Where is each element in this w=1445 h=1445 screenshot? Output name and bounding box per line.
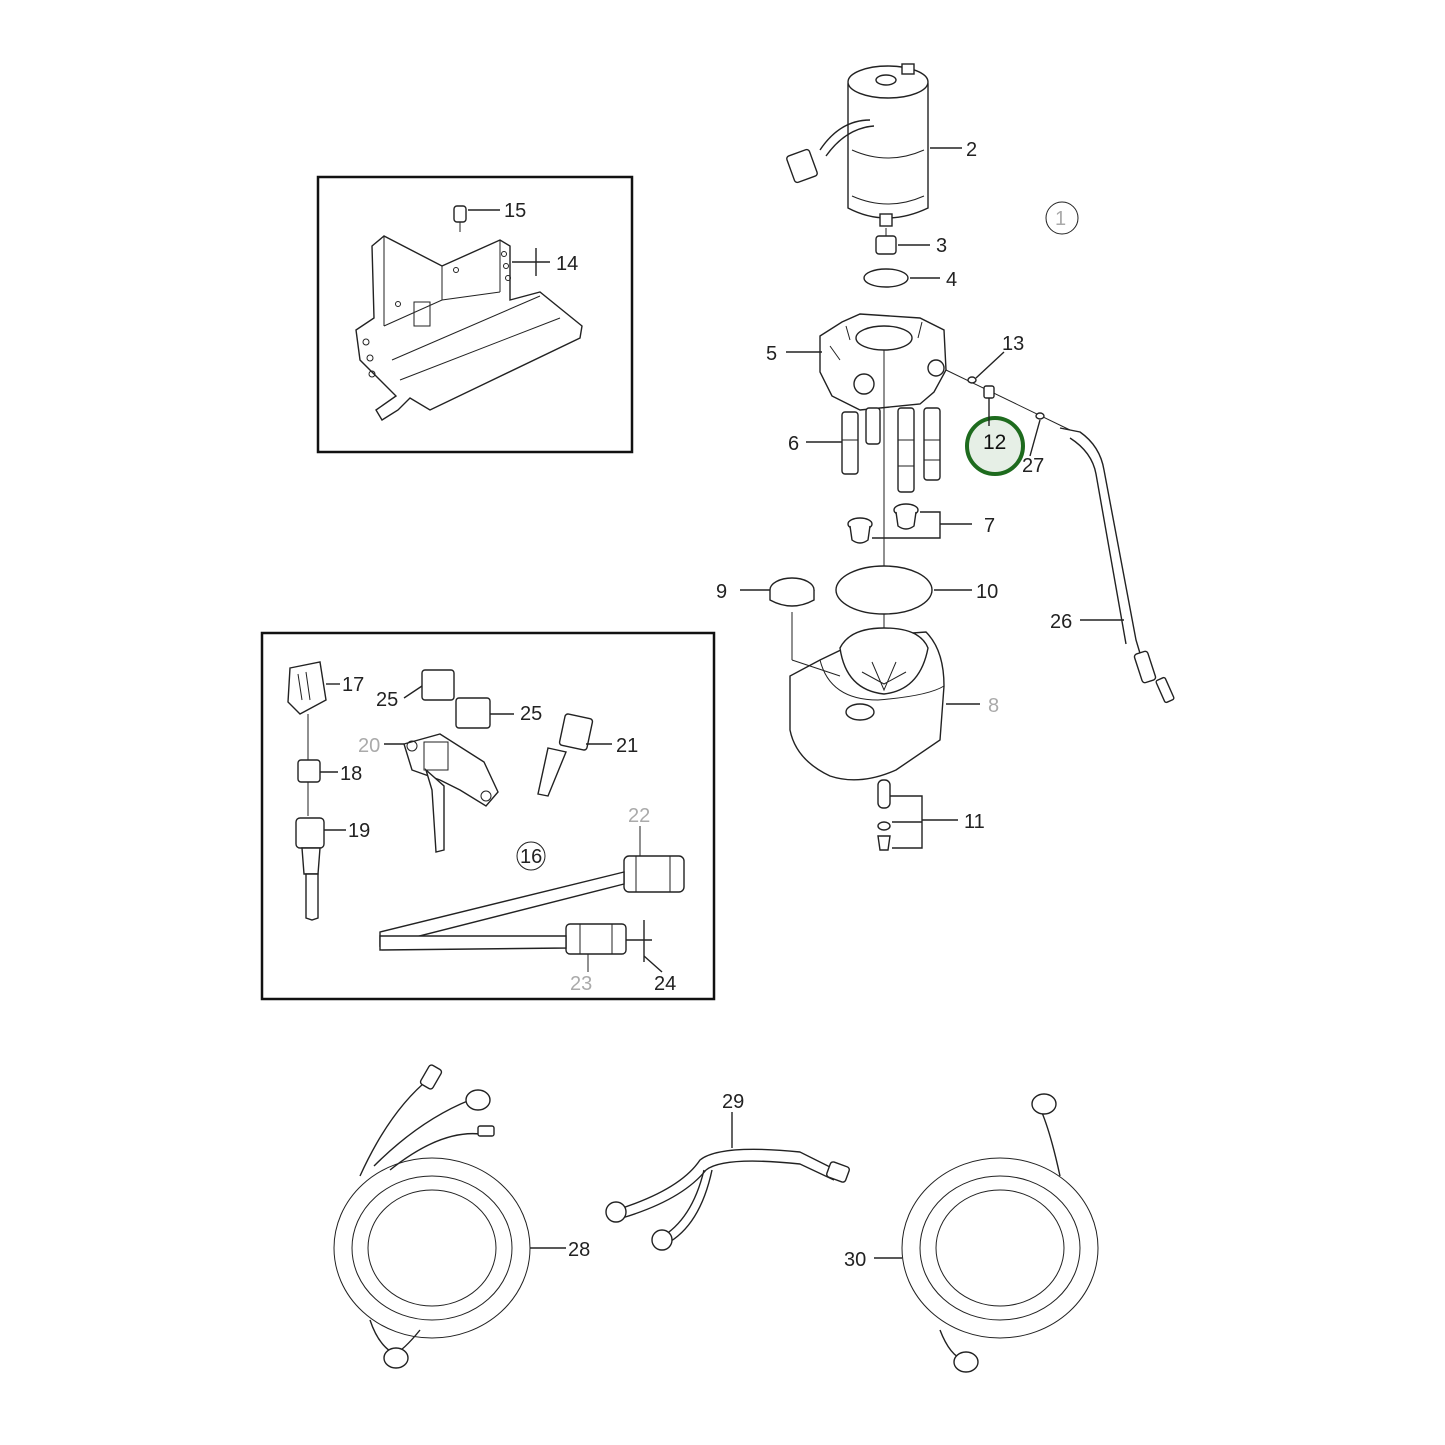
callout-23: 23 bbox=[570, 973, 592, 995]
callout-3: 3 bbox=[936, 235, 947, 257]
callout-25b: 25 bbox=[520, 703, 542, 725]
callout-30: 30 bbox=[844, 1249, 866, 1271]
electrical-inset bbox=[260, 631, 716, 1001]
callout-16: 16 bbox=[520, 846, 542, 868]
pump-body bbox=[786, 313, 947, 720]
harness-29 bbox=[605, 1112, 850, 1251]
callout-17: 17 bbox=[342, 674, 364, 696]
callout-18: 18 bbox=[340, 763, 362, 785]
coupler-and-oring bbox=[863, 228, 940, 288]
harness-30 bbox=[874, 1093, 1099, 1373]
callout-22: 22 bbox=[628, 805, 650, 827]
callout-14: 14 bbox=[556, 253, 578, 275]
callout-labels: 1 2 3 4 5 6 7 8 9 10 11 12 13 14 15 16 1… bbox=[340, 139, 1079, 1271]
callout-19: 19 bbox=[348, 820, 370, 842]
filters-cap-gasket bbox=[740, 503, 972, 660]
callout-13: 13 bbox=[1002, 333, 1024, 355]
motor bbox=[786, 63, 962, 227]
callout-12: 12 bbox=[983, 431, 1006, 454]
callout-2: 2 bbox=[966, 139, 977, 161]
callout-20: 20 bbox=[358, 735, 380, 757]
callout-29: 29 bbox=[722, 1091, 744, 1113]
callout-1: 1 bbox=[1055, 208, 1066, 230]
callout-26: 26 bbox=[1050, 611, 1072, 633]
reservoir bbox=[789, 627, 980, 851]
callout-27: 27 bbox=[1022, 455, 1044, 477]
callout-11: 11 bbox=[964, 811, 985, 833]
callout-24: 24 bbox=[654, 973, 676, 995]
callout-8: 8 bbox=[988, 695, 999, 717]
side-fittings bbox=[945, 351, 1175, 704]
harness-28 bbox=[333, 1064, 566, 1369]
callout-9: 9 bbox=[716, 581, 727, 603]
callout-7: 7 bbox=[984, 515, 995, 537]
callout-6: 6 bbox=[788, 433, 799, 455]
callout-5: 5 bbox=[766, 343, 777, 365]
callout-12-highlight-ring bbox=[965, 416, 1025, 476]
callout-10: 10 bbox=[976, 581, 998, 603]
callout-25a: 25 bbox=[376, 689, 398, 711]
callout-21: 21 bbox=[616, 735, 638, 757]
callout-28: 28 bbox=[568, 1239, 590, 1261]
bracket-inset bbox=[316, 175, 634, 454]
callout-15: 15 bbox=[504, 200, 526, 222]
callout-4: 4 bbox=[946, 269, 957, 291]
